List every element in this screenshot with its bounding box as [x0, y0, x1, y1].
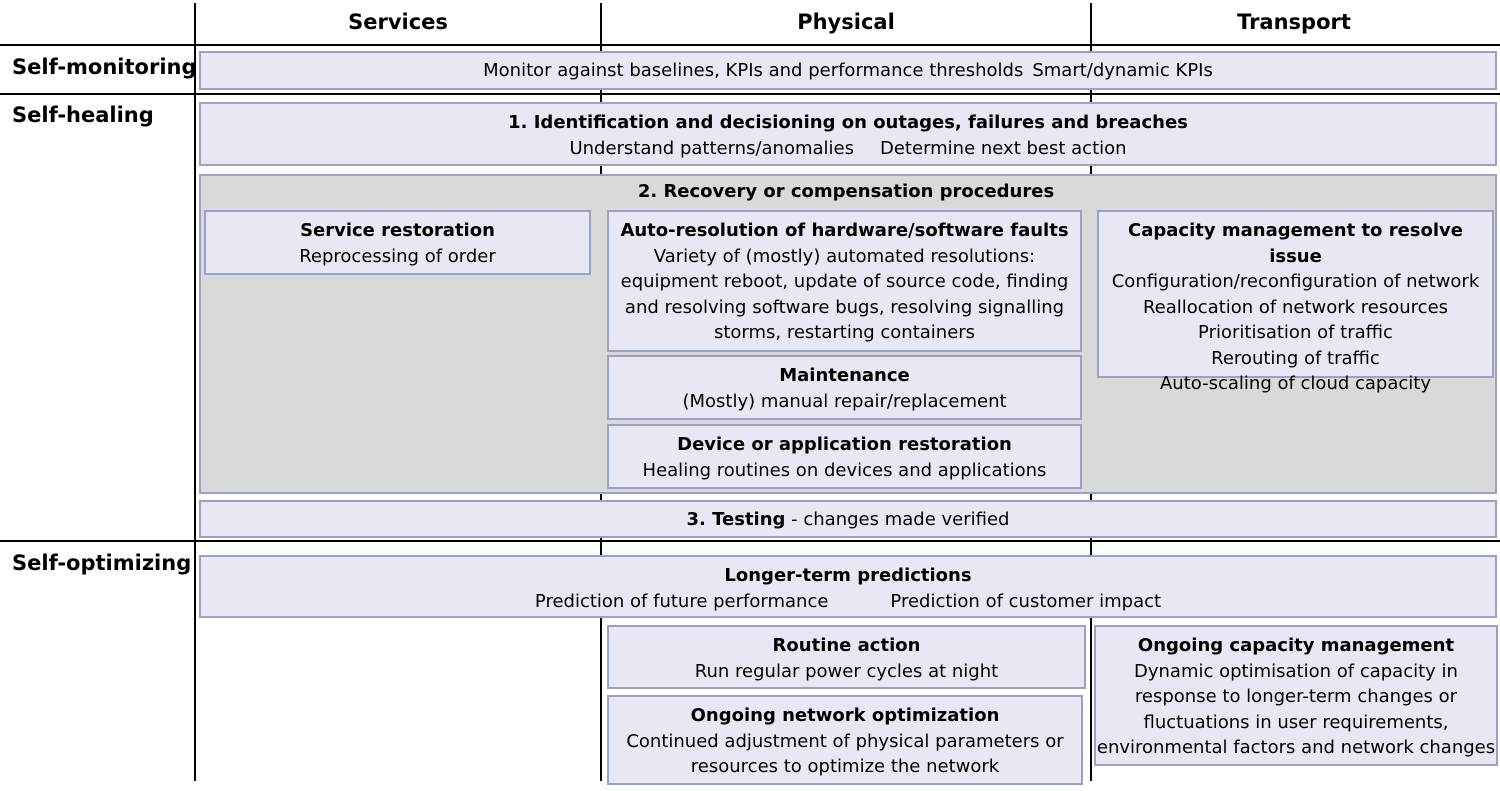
network-optimization-line: resources to optimize the network: [690, 756, 1000, 777]
capacity-management-line: Rerouting of traffic: [1211, 347, 1380, 369]
network-optimization-line: Continued adjustment of physical paramet…: [626, 730, 1064, 752]
ongoing-capacity-line: Dynamic optimisation of capacity in: [1134, 660, 1458, 682]
capacity-management-line: Configuration/reconfiguration of network: [1111, 271, 1480, 292]
service-restoration-text: Reprocessing of order: [299, 245, 496, 267]
device-restoration-text: Healing routines on devices and applicat…: [642, 459, 1047, 481]
row-header-self-healing: Self-healing: [12, 103, 154, 127]
auto-resolution-line: Variety of (mostly) automated resolution…: [653, 245, 1036, 267]
capacity-management-line: Prioritisation of traffic: [1198, 322, 1393, 343]
auto-resolution-box: Auto-resolution of hardware/software fau…: [607, 210, 1082, 352]
predictions-customer-text: Prediction of customer impact: [890, 590, 1162, 612]
predictions-title: Longer-term predictions: [724, 565, 972, 586]
testing-text: - changes made verified: [785, 509, 1010, 530]
routine-action-title: Routine action: [772, 635, 921, 656]
column-header-services: Services: [348, 10, 448, 34]
column-header-physical: Physical: [797, 10, 895, 34]
identification-box: 1. Identification and decisioning on out…: [199, 102, 1497, 166]
device-restoration-title: Device or application restoration: [677, 434, 1012, 455]
capacity-management-title: Capacity management to resolve issue: [1128, 220, 1463, 267]
capacity-management-line: Auto-scaling of cloud capacity: [1159, 373, 1431, 394]
ongoing-capacity-line: fluctuations in user requirements,: [1143, 711, 1449, 733]
auto-resolution-line: storms, restarting containers: [713, 322, 976, 343]
maintenance-text: (Mostly) manual repair/replacement: [682, 390, 1007, 412]
ongoing-capacity-line: response to longer-term changes or: [1134, 686, 1458, 707]
identification-title: 1. Identification and decisioning on out…: [508, 112, 1188, 133]
identification-patterns-text: Understand patterns/anomalies: [569, 137, 854, 159]
column-divider-left: [194, 3, 196, 781]
monitoring-baselines-text: Monitor against baselines, KPIs and perf…: [483, 60, 1024, 81]
auto-resolution-line: and resolving software bugs, resolving s…: [624, 296, 1065, 318]
ongoing-capacity-box: Ongoing capacity management Dynamic opti…: [1094, 625, 1498, 766]
routine-action-text: Run regular power cycles at night: [694, 660, 999, 682]
row-divider-healing: [0, 540, 1500, 542]
predictions-box: Longer-term predictions Prediction of fu…: [199, 555, 1497, 618]
ongoing-capacity-title: Ongoing capacity management: [1137, 635, 1455, 656]
monitoring-smart-kpis-text: Smart/dynamic KPIs: [1032, 60, 1213, 81]
capacity-management-box: Capacity management to resolve issue Con…: [1097, 210, 1494, 394]
auto-resolution-title: Auto-resolution of hardware/software fau…: [620, 220, 1069, 241]
service-restoration-box: Service restoration Reprocessing of orde…: [204, 210, 591, 275]
testing-title: 3. Testing: [686, 509, 786, 530]
recovery-title: 2. Recovery or compensation procedures: [637, 181, 1055, 202]
row-divider-header: [0, 44, 1500, 46]
column-header-transport: Transport: [1237, 10, 1351, 34]
row-header-self-optimizing: Self-optimizing: [12, 551, 192, 575]
service-restoration-title: Service restoration: [300, 220, 495, 241]
predictions-performance-text: Prediction of future performance: [534, 590, 829, 612]
monitoring-box: Monitor against baselines, KPIs and perf…: [199, 51, 1497, 90]
row-divider-monitoring: [0, 93, 1500, 95]
identification-next-action-text: Determine next best action: [880, 137, 1127, 159]
auto-resolution-line: equipment reboot, update of source code,…: [620, 271, 1069, 292]
network-optimization-title: Ongoing network optimization: [690, 705, 1000, 726]
testing-box: 3. Testing - changes made verified: [199, 500, 1497, 538]
capacity-management-line: Reallocation of network resources: [1142, 296, 1449, 318]
maintenance-title: Maintenance: [779, 365, 910, 386]
routine-action-box: Routine action Run regular power cycles …: [607, 625, 1086, 689]
row-header-self-monitoring: Self-monitoring: [12, 55, 197, 79]
network-optimization-box: Ongoing network optimization Continued a…: [607, 695, 1083, 785]
device-restoration-box: Device or application restoration Healin…: [607, 424, 1082, 489]
maintenance-box: Maintenance (Mostly) manual repair/repla…: [607, 355, 1082, 420]
ongoing-capacity-line: environmental factors and network change…: [1096, 737, 1496, 758]
